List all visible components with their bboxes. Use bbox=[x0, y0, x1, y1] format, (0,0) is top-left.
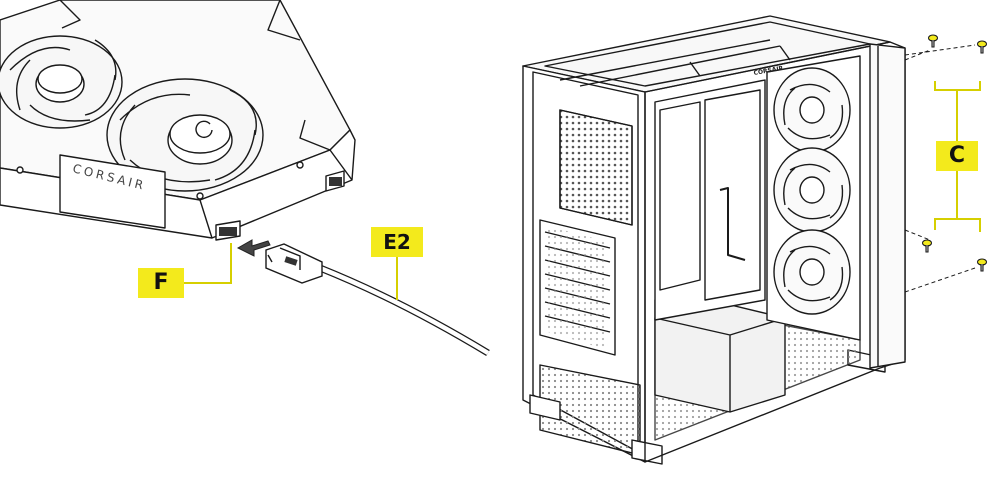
screw-icon bbox=[976, 40, 988, 54]
screw-icon bbox=[921, 239, 933, 253]
front-fan-3 bbox=[773, 229, 851, 315]
pci-slots bbox=[539, 219, 616, 356]
callout-label-e2: E2 bbox=[371, 227, 423, 257]
callout-label-c: C bbox=[936, 141, 978, 171]
fan-module bbox=[0, 0, 356, 241]
fan-rotor-2 bbox=[106, 78, 264, 192]
fan-connector-port bbox=[215, 220, 241, 241]
fan-rotor-1 bbox=[0, 35, 123, 129]
screw-icon bbox=[927, 34, 939, 48]
front-fan-2 bbox=[773, 147, 851, 233]
leader-lines bbox=[184, 81, 981, 300]
pc-case bbox=[522, 15, 976, 465]
front-fan-1 bbox=[773, 67, 851, 153]
screw-icon bbox=[976, 258, 988, 272]
callout-label-f: F bbox=[138, 268, 184, 298]
insert-arrow-icon bbox=[236, 239, 271, 257]
fan-connector-port-2 bbox=[325, 170, 345, 192]
cable-e2 bbox=[265, 243, 490, 356]
